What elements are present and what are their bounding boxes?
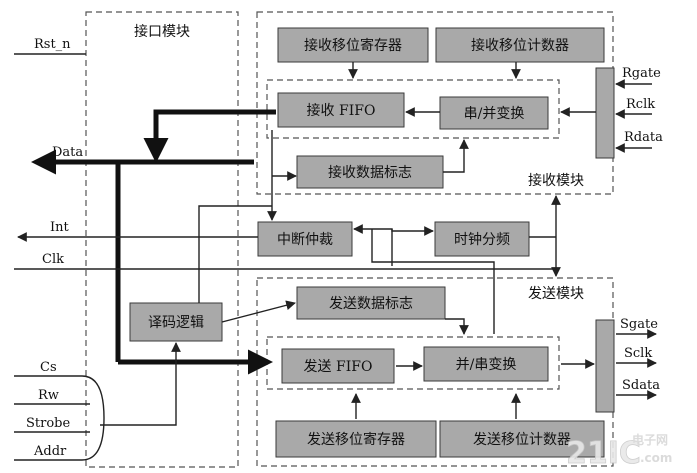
clock-divider-label: 时钟分频 xyxy=(454,231,510,248)
interrupt-arbiter-block xyxy=(257,221,353,257)
rclk-label: Rclk xyxy=(626,97,655,112)
data-label: Data xyxy=(52,145,83,160)
tx-data-flag-label: 发送数据标志 xyxy=(329,296,413,312)
serial-to-parallel-label: 串/并变换 xyxy=(464,105,525,122)
rdata-label: Rdata xyxy=(624,130,663,145)
tx-shift-register-block xyxy=(275,420,437,458)
tx-shift-register-label: 发送移位寄存器 xyxy=(307,431,405,448)
rw-label: Rw xyxy=(38,388,59,403)
tx-data-flag-block xyxy=(296,286,446,320)
interface-module-label: 接口模块 xyxy=(134,23,190,40)
tx-shift-counter-label: 发送移位计数器 xyxy=(473,432,571,448)
sclk-label: Sclk xyxy=(624,346,652,361)
addr-label: Addr xyxy=(33,444,67,459)
rx-port-bar xyxy=(595,67,615,159)
parallel-to-serial-block xyxy=(423,346,549,382)
rst-n-label: Rst_n xyxy=(34,37,71,52)
rxflag-to-sp-arrow xyxy=(443,139,469,173)
watermark-logo: 21IC 电子网 .com xyxy=(566,432,673,471)
rx-data-flag-block xyxy=(296,155,444,189)
rx-inner-region xyxy=(266,79,560,139)
clock-divider-block xyxy=(434,221,530,257)
interrupt-arbiter-label: 中断仲裁 xyxy=(277,232,333,248)
txflag-to-ps-arrow xyxy=(445,318,469,335)
sdata-label: Sdata xyxy=(622,378,660,393)
clk-label: Clk xyxy=(42,252,64,267)
rx-fifo-label: 接收 FIFO xyxy=(307,102,376,119)
send-module-label: 发送模块 xyxy=(528,286,584,302)
to-arbiter-feedback-line xyxy=(353,224,393,266)
input-bundle-brace xyxy=(81,375,105,461)
cs-label: Cs xyxy=(40,360,57,375)
decode-logic-label: 译码逻辑 xyxy=(148,315,204,331)
tx-port-bar xyxy=(595,319,615,413)
serial-to-parallel-block xyxy=(439,96,549,130)
data-bus-from-rx-fifo xyxy=(143,109,276,163)
interface-module-region xyxy=(85,11,239,468)
receive-module-label: 接收模块 xyxy=(528,172,584,189)
ps-to-arbiter-line xyxy=(371,229,495,334)
watermark-cn-text: 电子网 xyxy=(632,432,668,447)
rx-fifo-block xyxy=(277,92,405,128)
parallel-to-serial-label: 并/串变换 xyxy=(456,356,517,373)
rx-shift-counter-block xyxy=(435,27,605,63)
to-clock-divider-line xyxy=(391,226,434,236)
rx-shift-register-block xyxy=(277,27,429,63)
rx-data-flag-label: 接收数据标志 xyxy=(328,164,412,181)
addr-to-decode-arrow xyxy=(100,342,181,426)
tx-fifo-block xyxy=(281,348,395,384)
decode-to-arbiter-line xyxy=(198,205,272,303)
decode-to-txflag-arrow xyxy=(221,300,296,323)
rgate-label: Rgate xyxy=(622,66,661,81)
rx-shift-register-label: 接收移位寄存器 xyxy=(304,37,402,54)
watermark-logo-text: 21IC xyxy=(566,436,641,471)
receive-module-region xyxy=(256,11,614,195)
tx-shift-counter-block xyxy=(439,420,605,458)
strobe-label: Strobe xyxy=(26,416,70,431)
watermark-url-text: .com xyxy=(640,451,672,465)
rx-shift-counter-label: 接收移位计数器 xyxy=(471,37,569,54)
tx-fifo-label: 发送 FIFO xyxy=(304,359,373,375)
sgate-label: Sgate xyxy=(620,317,658,332)
int-label: Int xyxy=(50,220,70,235)
